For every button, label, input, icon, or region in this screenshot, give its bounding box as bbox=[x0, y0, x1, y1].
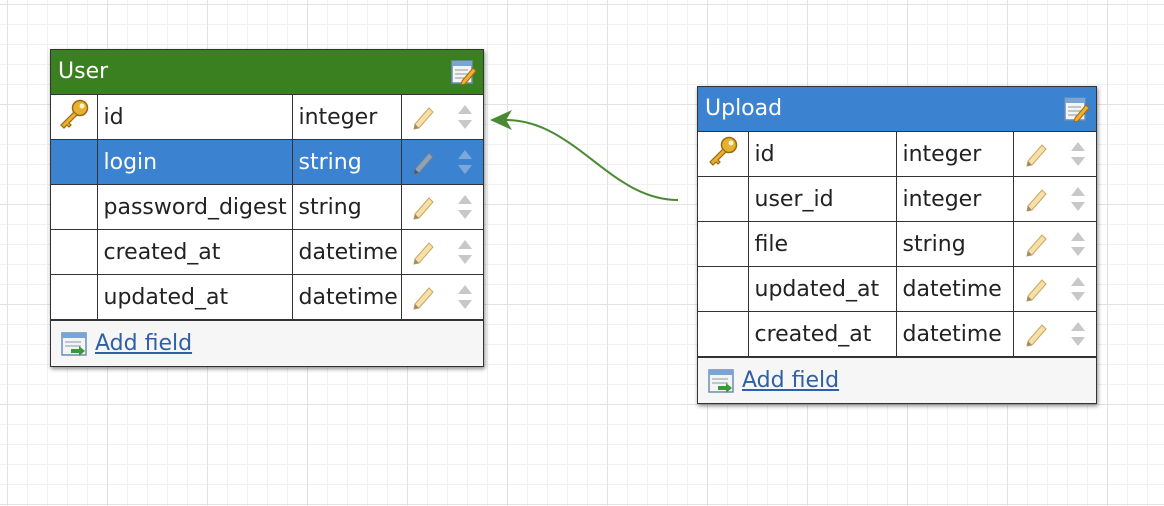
key-cell bbox=[698, 176, 749, 222]
pencil-icon[interactable] bbox=[411, 104, 437, 130]
field-name[interactable]: id bbox=[747, 132, 897, 177]
edit-table-icon[interactable] bbox=[1064, 96, 1090, 122]
key-cell bbox=[51, 229, 98, 275]
field-row-created-at[interactable]: created_at datetime bbox=[51, 229, 483, 275]
field-row-id[interactable]: id integer bbox=[698, 132, 1096, 177]
field-name[interactable]: password_digest bbox=[96, 184, 293, 230]
updown-arrows-icon[interactable] bbox=[457, 193, 473, 221]
updown-arrows-icon[interactable] bbox=[1070, 275, 1086, 303]
field-row-updated-at[interactable]: updated_at datetime bbox=[698, 266, 1096, 312]
pencil-icon[interactable] bbox=[1024, 231, 1050, 257]
updown-arrows-icon[interactable] bbox=[457, 148, 473, 176]
updown-arrows-icon[interactable] bbox=[1070, 140, 1086, 168]
key-cell bbox=[51, 274, 98, 320]
add-field-icon[interactable] bbox=[708, 368, 736, 394]
add-field-icon[interactable] bbox=[61, 331, 89, 357]
field-name[interactable]: updated_at bbox=[747, 266, 897, 312]
pencil-icon[interactable] bbox=[411, 194, 437, 220]
updown-arrows-icon[interactable] bbox=[457, 103, 473, 131]
add-field-link[interactable]: Add field bbox=[95, 331, 193, 356]
field-row-file[interactable]: file string bbox=[698, 221, 1096, 267]
field-row-id[interactable]: id integer bbox=[51, 95, 483, 140]
user-table[interactable]: User id integer bbox=[50, 49, 484, 367]
field-type[interactable]: string bbox=[291, 139, 402, 185]
pencil-icon[interactable] bbox=[411, 239, 437, 265]
key-icon bbox=[59, 99, 88, 129]
add-field-row: Add field bbox=[698, 357, 1096, 403]
field-type[interactable]: datetime bbox=[291, 229, 402, 275]
pencil-icon[interactable] bbox=[1024, 321, 1050, 347]
field-type[interactable]: integer bbox=[895, 176, 1014, 222]
field-name[interactable]: user_id bbox=[747, 176, 897, 222]
field-type[interactable]: integer bbox=[291, 95, 402, 140]
field-type[interactable]: string bbox=[291, 184, 402, 230]
key-cell bbox=[698, 132, 749, 177]
field-type[interactable]: datetime bbox=[291, 274, 402, 320]
key-cell bbox=[51, 139, 98, 185]
pencil-icon[interactable] bbox=[1024, 141, 1050, 167]
key-cell bbox=[51, 184, 98, 230]
user-table-title: User bbox=[58, 59, 109, 84]
add-field-row: Add field bbox=[51, 320, 483, 366]
field-name[interactable]: created_at bbox=[96, 229, 293, 275]
field-name[interactable]: created_at bbox=[747, 311, 897, 357]
pencil-icon[interactable] bbox=[411, 284, 437, 310]
upload-table-title: Upload bbox=[705, 96, 783, 121]
updown-arrows-icon[interactable] bbox=[1070, 320, 1086, 348]
key-cell bbox=[51, 95, 98, 140]
field-row-user-id[interactable]: user_id integer bbox=[698, 176, 1096, 222]
relation-arrowhead bbox=[490, 110, 512, 130]
relation-line bbox=[505, 119, 679, 201]
key-icon bbox=[708, 136, 737, 166]
updown-arrows-icon[interactable] bbox=[457, 238, 473, 266]
upload-table[interactable]: Upload id integer bbox=[697, 86, 1097, 404]
user-table-header[interactable]: User bbox=[51, 50, 483, 95]
key-cell bbox=[698, 221, 749, 267]
field-name[interactable]: updated_at bbox=[96, 274, 293, 320]
updown-arrows-icon[interactable] bbox=[1070, 185, 1086, 213]
field-type[interactable]: integer bbox=[895, 132, 1014, 177]
updown-arrows-icon[interactable] bbox=[1070, 230, 1086, 258]
field-row-updated-at[interactable]: updated_at datetime bbox=[51, 274, 483, 320]
pencil-icon[interactable] bbox=[1024, 186, 1050, 212]
field-type[interactable]: datetime bbox=[895, 266, 1014, 312]
pencil-icon[interactable] bbox=[411, 149, 437, 175]
field-row-created-at[interactable]: created_at datetime bbox=[698, 311, 1096, 357]
field-row-password-digest[interactable]: password_digest string bbox=[51, 184, 483, 230]
add-field-link[interactable]: Add field bbox=[742, 368, 840, 393]
field-type[interactable]: string bbox=[895, 221, 1014, 267]
field-type[interactable]: datetime bbox=[895, 311, 1014, 357]
field-name[interactable]: id bbox=[96, 95, 293, 140]
field-name[interactable]: file bbox=[747, 221, 897, 267]
key-cell bbox=[698, 266, 749, 312]
field-row-login[interactable]: login string bbox=[51, 139, 483, 185]
pencil-icon[interactable] bbox=[1024, 276, 1050, 302]
edit-table-icon[interactable] bbox=[451, 59, 477, 85]
field-name[interactable]: login bbox=[96, 139, 293, 185]
updown-arrows-icon[interactable] bbox=[457, 283, 473, 311]
key-cell bbox=[698, 311, 749, 357]
upload-table-header[interactable]: Upload bbox=[698, 87, 1096, 132]
